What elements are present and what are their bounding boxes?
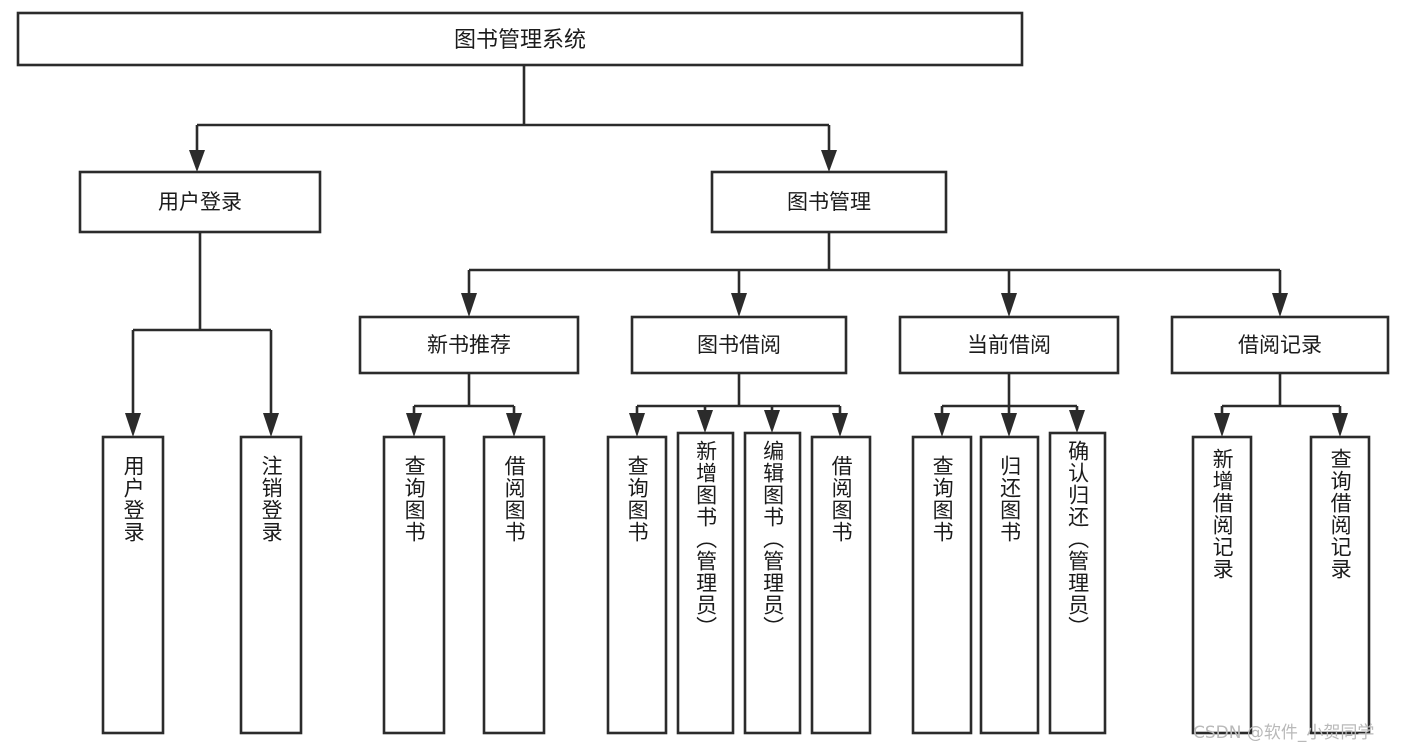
- arrow-head-icon: [697, 410, 713, 433]
- connector-current-borrow-leaves: [934, 373, 1085, 437]
- arrow-head-icon: [1001, 293, 1017, 317]
- current-borrow-box: [898, 315, 1120, 375]
- node-user-login[interactable]: 用户登录: [78, 170, 322, 234]
- connector-borrow-record-leaves: [1214, 373, 1348, 437]
- arrow-head-icon: [821, 150, 837, 172]
- leaf-box-nb-borrow[interactable]: [482, 435, 546, 735]
- arrow-head-icon: [629, 413, 645, 437]
- borrow-record-label: 借阅记录: [1238, 333, 1322, 357]
- user-login-box: [78, 170, 322, 234]
- arrow-head-icon: [1272, 293, 1288, 317]
- leaf-box-cb-return[interactable]: [979, 435, 1040, 735]
- arrow-head-icon: [506, 413, 522, 437]
- arrow-head-icon: [263, 413, 279, 437]
- root-box: [16, 11, 1024, 67]
- node-root[interactable]: 图书管理系统: [16, 11, 1024, 67]
- current-borrow-label: 当前借阅: [967, 333, 1051, 357]
- book-manage-label: 图书管理: [787, 190, 871, 214]
- arrow-head-icon: [125, 413, 141, 437]
- user-login-label: 用户登录: [158, 190, 242, 214]
- connector-new-book-leaves: [406, 373, 522, 437]
- new-book-recommend-box: [358, 315, 580, 375]
- arrow-head-icon: [406, 413, 422, 437]
- node-new-book-recommend[interactable]: 新书推荐: [358, 315, 580, 375]
- arrow-head-icon: [461, 293, 477, 317]
- leaf-box-bb-borrow[interactable]: [810, 435, 872, 735]
- arrow-head-icon: [1332, 413, 1348, 437]
- connector-book-manage-bus: [461, 232, 1288, 317]
- connector-user-login-leaves: [125, 232, 279, 437]
- arrow-head-icon: [1069, 410, 1085, 433]
- leaf-box-nb-query[interactable]: [382, 435, 446, 735]
- connector-root-bus: [189, 65, 837, 172]
- node-book-manage[interactable]: 图书管理: [710, 170, 948, 234]
- leaf-box-br-query[interactable]: [1309, 435, 1371, 735]
- node-book-borrow[interactable]: 图书借阅: [630, 315, 848, 375]
- leaf-box-cb-confirm[interactable]: [1048, 431, 1107, 735]
- arrow-head-icon: [731, 293, 747, 317]
- arrow-head-icon: [832, 413, 848, 437]
- arrow-head-icon: [934, 413, 950, 437]
- leaf-box-bb-add[interactable]: [676, 431, 735, 735]
- connector-book-borrow-leaves: [629, 373, 848, 437]
- leaf-box-cb-query[interactable]: [911, 435, 973, 735]
- leaf-box-user-login[interactable]: [101, 435, 165, 735]
- arrow-head-icon: [189, 150, 205, 172]
- root-label: 图书管理系统: [454, 28, 586, 53]
- leaf-box-bb-query[interactable]: [606, 435, 668, 735]
- arrow-head-icon: [764, 410, 780, 433]
- node-borrow-record[interactable]: 借阅记录: [1170, 315, 1390, 375]
- csdn-watermark: CSDN @软件_小贺同学: [1193, 723, 1375, 743]
- leaf-box-br-add[interactable]: [1191, 435, 1253, 735]
- book-borrow-label: 图书借阅: [697, 333, 781, 357]
- new-book-recommend-label: 新书推荐: [427, 333, 511, 357]
- leaf-box-logout[interactable]: [239, 435, 303, 735]
- leaf-box-bb-edit[interactable]: [743, 431, 802, 735]
- node-current-borrow[interactable]: 当前借阅: [898, 315, 1120, 375]
- arrow-head-icon: [1214, 413, 1230, 437]
- arrow-head-icon: [1001, 413, 1017, 437]
